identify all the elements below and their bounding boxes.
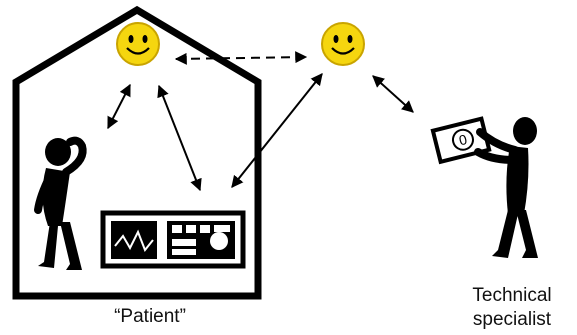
arrow-smiley-to-monitor xyxy=(157,84,202,192)
monitor-icon xyxy=(100,210,246,269)
smiley-face-icon xyxy=(116,22,160,66)
house-outline xyxy=(12,5,262,300)
specialist-label-line-2: specialist xyxy=(472,309,552,330)
arrow-smiley-to-patient xyxy=(107,83,131,130)
specialist-label-line-1: Technical xyxy=(472,285,552,306)
arrow-remote-to-specialist xyxy=(372,75,414,113)
person-icon xyxy=(34,136,87,270)
arrow-remote-to-monitor xyxy=(231,73,323,188)
patient-label: “Patient” xyxy=(114,306,186,327)
dashed-link-arrow xyxy=(174,51,308,65)
person-icon: 0 xyxy=(430,116,538,258)
technical-specialist-label: Technical specialist xyxy=(447,284,577,332)
device-display-value: 0 xyxy=(457,131,469,148)
smiley-face-icon xyxy=(321,22,365,66)
